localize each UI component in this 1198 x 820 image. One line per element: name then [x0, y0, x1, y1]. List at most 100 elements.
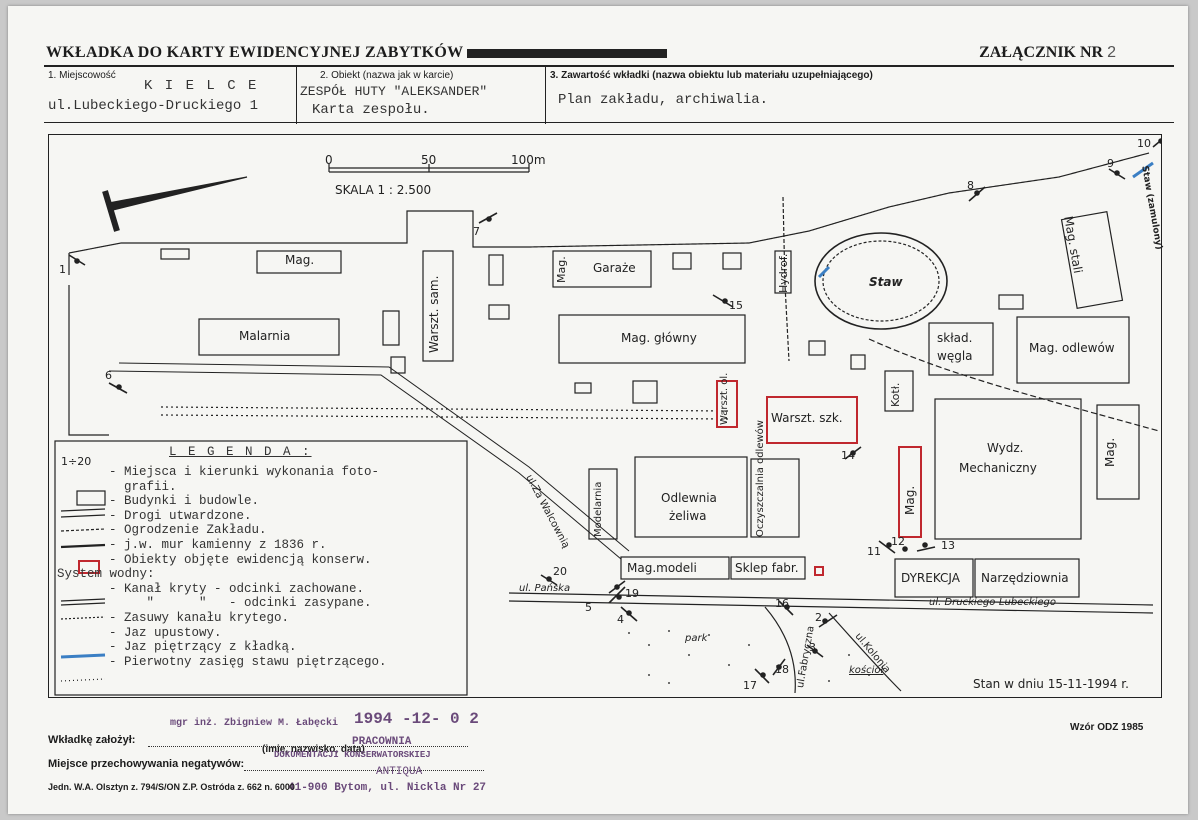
field-divider — [296, 66, 297, 124]
field-1-label: 1. Miejscowość — [48, 70, 116, 81]
photo-point-number: 5 — [585, 601, 592, 614]
photo-point-number: 12 — [891, 535, 905, 548]
building-label: Mag. — [285, 253, 315, 267]
photo-point-number: 20 — [553, 565, 567, 578]
photo-point-number: 16 — [775, 597, 789, 610]
listed-object — [766, 396, 858, 444]
scale-tick-50: 50 — [421, 153, 437, 167]
building-label: Warszt. ol. — [719, 372, 730, 425]
stamp-line: ANTIQUA — [376, 766, 423, 778]
photo-point-number: 9 — [1107, 157, 1114, 170]
building-label: Mag. — [555, 256, 568, 283]
legend-range: 1÷20 — [61, 455, 92, 468]
site-plan-drawing — [54, 138, 1161, 696]
scale-label: SKALA 1 : 2.500 — [335, 183, 432, 197]
building-label: Malarnia — [239, 329, 291, 343]
photo-point-number: 3 — [809, 641, 816, 654]
legend-item: System wodny: — [57, 567, 155, 582]
legend-item: - j.w. mur kamienny z 1836 r. — [109, 537, 327, 552]
photo-point-number: 4 — [617, 613, 624, 626]
made-by-name: mgr inż. Zbigniew M. Łabęcki — [170, 718, 339, 729]
building-label: Mechaniczny — [959, 461, 1037, 475]
building-label: Mag. główny — [621, 331, 697, 345]
building-label: Garaże — [593, 261, 636, 275]
photo-point-number: 8 — [967, 179, 974, 192]
building-label: Mag. odlewów — [1029, 341, 1115, 355]
form-code: Wzór ODZ 1985 — [1070, 722, 1144, 733]
made-by-date: 1994 -12- 0 2 — [354, 710, 479, 728]
photo-point-number: 18 — [775, 663, 789, 676]
legend-item: " " - odcinki zasypane. — [109, 596, 372, 611]
scale-tick-0: 0 — [325, 153, 333, 167]
struck-text — [467, 48, 668, 58]
stamp-line: DOKUMENTACJI KONSERWATORSKIEJ — [274, 750, 431, 760]
site-plan: 0 50 100m SKALA 1 : 2.500 Mag. Malarnia … — [48, 134, 1164, 698]
street-label: ul. Druckiego-Lubeckiego — [929, 597, 1057, 608]
photo-point-number: 6 — [105, 369, 112, 382]
legend-list: - Miejsca i kierunki wykonania foto- gra… — [57, 465, 387, 669]
building-label: węgla — [937, 349, 973, 363]
legend-item: - Zasuwy kanału krytego. — [109, 610, 290, 625]
photo-point-number: 19 — [625, 587, 639, 600]
place-label: Miejsce przechowywania negatywów: — [48, 758, 245, 770]
legend-item: - Kanał kryty - odcinki zachowane. — [109, 581, 365, 596]
legend-title: L E G E N D A : — [169, 445, 312, 459]
building-label: Sklep fabr. — [735, 561, 799, 575]
name-caption: (imię, nazwisko, data) — [262, 744, 365, 755]
church-label: kościół — [849, 665, 884, 676]
building-label: Odlewnia — [661, 491, 717, 505]
field-3-label: 3. Zawartość wkładki (nazwa obiektu lub … — [550, 70, 873, 81]
print-info: Jedn. W.A. Olsztyn z. 794/S/ON Z.P. Ostr… — [48, 782, 295, 792]
building-label: Kotł. — [889, 382, 902, 407]
stamp-line: PRACOWNIA — [352, 736, 412, 748]
legend-item: - Pierwotny zasięg stawu piętrzącego. — [109, 654, 387, 669]
legend-item: - Miejsca i kierunki wykonania foto- — [109, 465, 380, 479]
document-sheet: WKŁADKA DO KARTY EWIDENCYJNEJ ZABYTKÓW Z… — [8, 6, 1188, 814]
building-label: skład. — [937, 331, 973, 345]
park-label: park — [685, 633, 708, 644]
street-value: ul.Lubeckiego-Druckiego 1 — [48, 98, 259, 114]
place-line — [244, 770, 484, 771]
city-value: K I E L C E — [144, 78, 259, 94]
listed-object — [898, 446, 922, 538]
building-label: Warszt. szk. — [771, 411, 843, 425]
made-by-label: Wkładkę założył: — [48, 734, 136, 746]
photo-point-number: 10 — [1137, 137, 1151, 150]
object-value: ZESPÓŁ HUTY "ALEKSANDER" — [300, 84, 488, 99]
building-label: Mag. — [903, 485, 917, 515]
building-label: Staw — [869, 275, 903, 289]
listed-object — [716, 380, 738, 428]
building-label: Mag.modeli — [627, 561, 697, 575]
legend-item: - Ogrodzenie Zakładu. — [109, 523, 267, 538]
fields-rule — [44, 122, 1174, 123]
stamp-line: 41-900 Bytom, ul. Nickla Nr 27 — [288, 782, 487, 794]
header-rule — [44, 65, 1174, 67]
legend-item: - Budynki i budowle. — [109, 494, 260, 509]
photo-point-number: 15 — [729, 299, 743, 312]
building-label: Warszt. sam. — [427, 275, 441, 353]
photo-point-number: 11 — [867, 545, 881, 558]
photo-point-number: 17 — [743, 679, 757, 692]
legend-item: - Jaz upustowy. — [109, 625, 222, 640]
building-label: żeliwa — [669, 509, 707, 523]
made-by-line — [148, 746, 468, 747]
field-divider — [545, 66, 546, 124]
legend-item: grafii. — [109, 479, 177, 494]
content-value: Plan zakładu, archiwalia. — [558, 92, 769, 108]
status-date: Stan w dniu 15-11-1994 r. — [973, 677, 1129, 691]
photo-point-number: 1 — [59, 263, 66, 276]
building-label: Modelarnia — [593, 481, 604, 537]
document-title: WKŁADKA DO KARTY EWIDENCYJNEJ ZABYTKÓW — [46, 44, 668, 62]
photo-points — [68, 138, 1161, 684]
legend-item: - Obiekty objęte ewidencją konserw. — [109, 552, 372, 567]
listed-object — [814, 566, 824, 576]
photo-point-number: 7 — [473, 225, 480, 238]
building-label: DYREKCJA — [901, 571, 960, 585]
building-label: Mag. — [1103, 437, 1117, 467]
street-label: ul. Pańska — [519, 583, 571, 594]
legend-item: - Jaz piętrzący z kładką. — [109, 640, 297, 655]
photo-point-number: 14 — [841, 449, 855, 462]
photo-point-number: 13 — [941, 539, 955, 552]
scale-tick-100: 100m — [511, 153, 546, 167]
